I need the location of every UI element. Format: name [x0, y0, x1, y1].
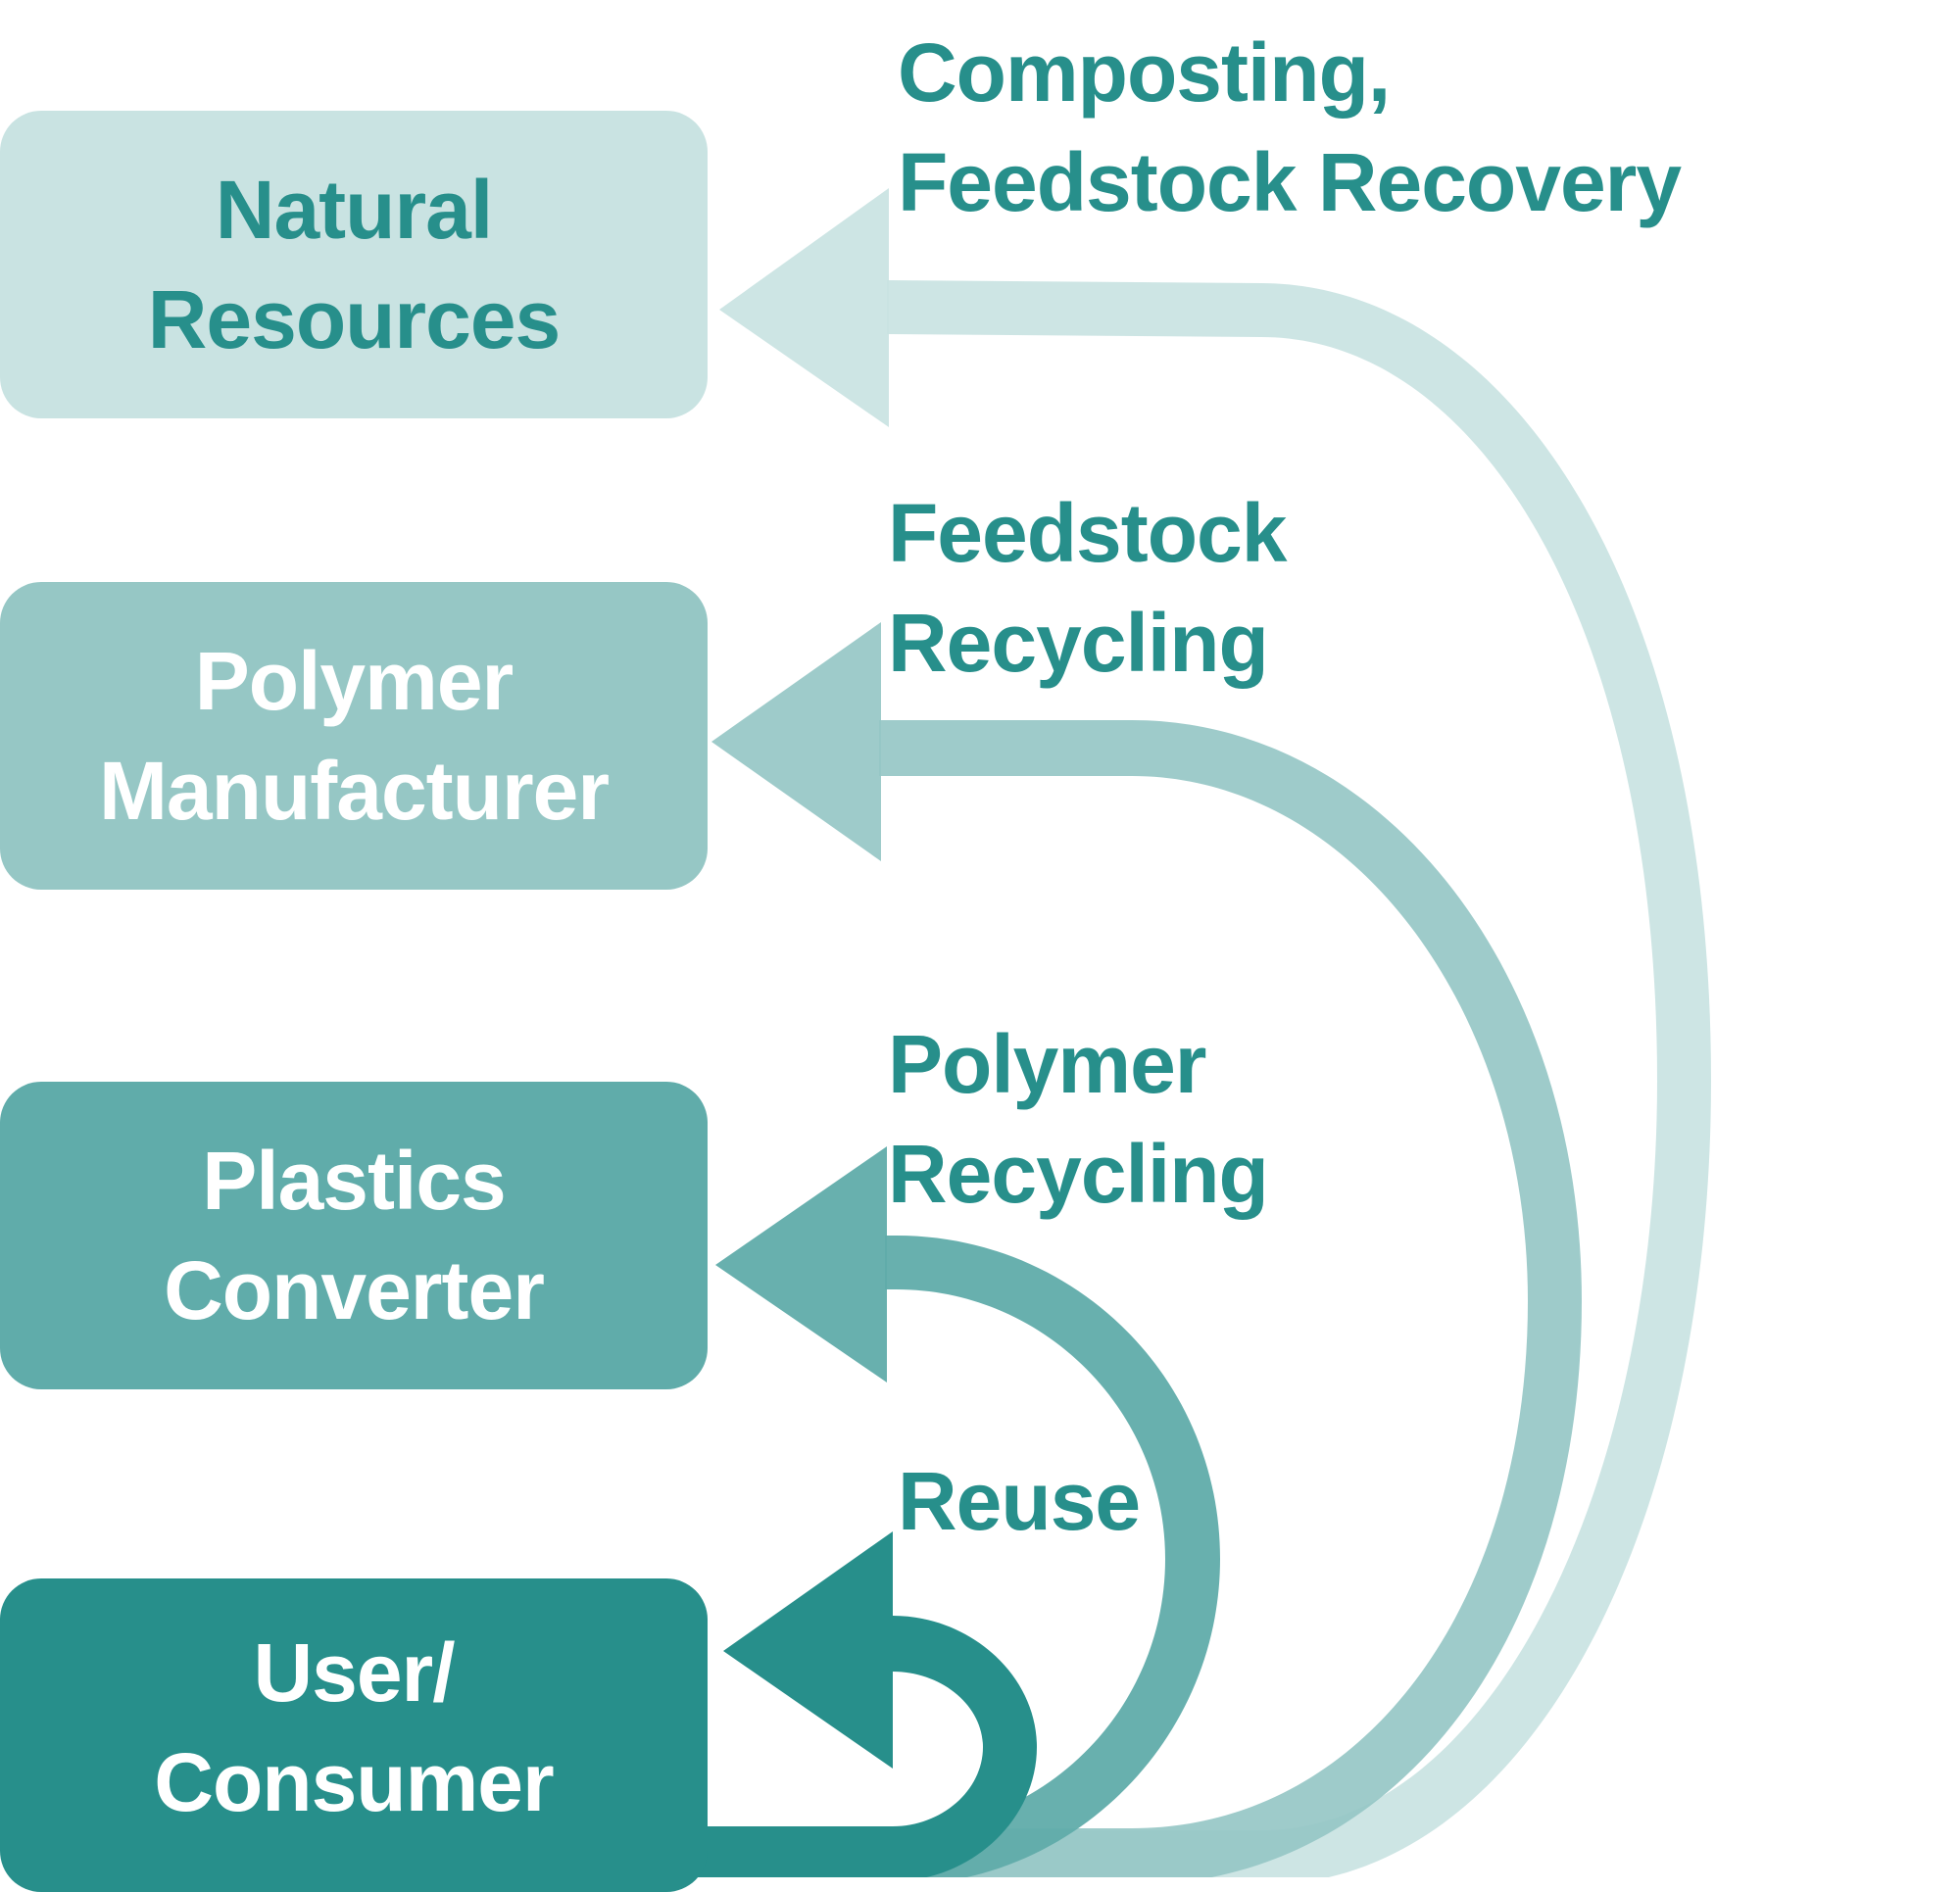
stage-label-line2: Resources: [147, 273, 562, 365]
label-line2: Recycling: [888, 1128, 1269, 1220]
label-line1: Polymer: [888, 1018, 1206, 1110]
arrowhead-polymer-manufacturer: [711, 622, 881, 861]
stage-label-line1: Polymer: [194, 635, 514, 727]
label-line1: Feedstock: [888, 487, 1287, 579]
arrowhead-natural-resources: [719, 188, 889, 427]
loop-feedstock-recycling-arrow: [686, 622, 1582, 1877]
stage-label-line1: Plastics: [202, 1135, 507, 1227]
loop-band-reuse: [686, 1616, 1037, 1877]
loop-band-polymer-recycling: [686, 1236, 1220, 1877]
stage-plastics-converter: Plastics Converter: [0, 1082, 708, 1389]
label-line2: Feedstock Recovery: [898, 136, 1682, 228]
arrowhead-user-consumer: [723, 1531, 893, 1769]
loop-reuse-arrow: [686, 1531, 1037, 1877]
stage-label-line1: User/: [253, 1626, 455, 1719]
loop-polymer-recycling-arrow: [686, 1146, 1220, 1877]
stage-natural-resources: Natural Resources: [0, 111, 708, 418]
label-line1: Composting,: [898, 26, 1391, 119]
label-line2: Recycling: [888, 597, 1269, 689]
label-reuse: Reuse: [898, 1446, 1141, 1556]
arrowhead-plastics-converter: [715, 1146, 887, 1383]
label-composting-feedstock-recovery: Composting, Feedstock Recovery: [898, 18, 1682, 237]
stage-label-line2: Converter: [164, 1244, 545, 1336]
label-feedstock-recycling: Feedstock Recycling: [888, 478, 1287, 698]
stage-polymer-manufacturer: Polymer Manufacturer: [0, 582, 708, 890]
label-polymer-recycling: Polymer Recycling: [888, 1009, 1269, 1229]
stage-user-consumer: User/ Consumer: [0, 1578, 708, 1892]
stage-label-line1: Natural: [215, 164, 493, 256]
stage-label-line2: Consumer: [154, 1736, 554, 1828]
loop-composting-arrow: [686, 188, 1711, 1877]
label-line1: Reuse: [898, 1455, 1141, 1547]
stage-label-line2: Manufacturer: [98, 745, 610, 837]
